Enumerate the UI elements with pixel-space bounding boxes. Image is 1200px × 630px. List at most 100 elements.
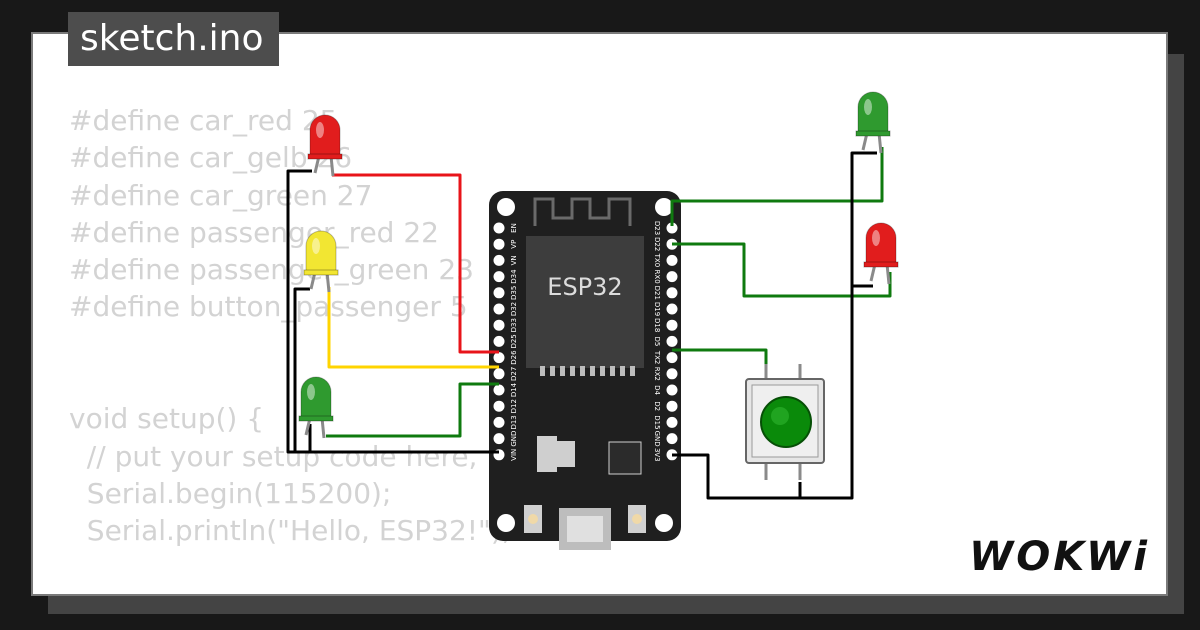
code-line: #define passenger_red 22 bbox=[69, 215, 439, 249]
header-pin[interactable] bbox=[666, 254, 678, 266]
header-pin[interactable] bbox=[666, 319, 678, 331]
pin-label: TX2 bbox=[653, 350, 661, 365]
header-pin[interactable] bbox=[493, 222, 505, 234]
reset-button[interactable] bbox=[632, 514, 642, 524]
wire-passenger-green bbox=[670, 147, 884, 226]
header-pin[interactable] bbox=[493, 416, 505, 428]
led-passenger-red[interactable] bbox=[863, 222, 899, 285]
right-header-pins: D23D22TX0RX0D21D19D18D5TX2RX2D4D2D15GND3… bbox=[653, 221, 678, 462]
chip-pad bbox=[560, 366, 565, 376]
led-car-yellow[interactable] bbox=[303, 230, 339, 293]
wire-gnd-yellow-led bbox=[293, 287, 310, 452]
pin-label: D15 bbox=[653, 415, 661, 429]
led-body bbox=[309, 114, 341, 159]
chip-pad bbox=[550, 366, 555, 376]
led-passenger-green[interactable] bbox=[855, 91, 891, 154]
led-rim bbox=[303, 269, 339, 276]
led-highlight bbox=[312, 238, 320, 254]
header-pin[interactable] bbox=[666, 384, 678, 396]
header-pin[interactable] bbox=[666, 416, 678, 428]
pin-label: D35 bbox=[510, 286, 518, 300]
led-leg bbox=[885, 263, 891, 285]
header-pin[interactable] bbox=[666, 352, 678, 364]
header-pin[interactable] bbox=[493, 352, 505, 364]
pin-label: VIN bbox=[510, 449, 518, 461]
led-rim bbox=[863, 261, 899, 268]
header-pin[interactable] bbox=[493, 254, 505, 266]
left-header-pins: ENVPVND34D35D32D33D25D26D27D14D12D13GNDV… bbox=[493, 222, 518, 461]
header-pin[interactable] bbox=[666, 303, 678, 315]
pin-label: D21 bbox=[653, 286, 661, 300]
header-pin[interactable] bbox=[666, 368, 678, 380]
code-line: #define button_passenger 5 bbox=[69, 290, 468, 324]
led-leg bbox=[325, 271, 331, 293]
led-car-green[interactable] bbox=[298, 376, 334, 439]
chip-pad bbox=[570, 366, 575, 376]
code-line: Serial.println("Hello, ESP32!"); bbox=[69, 514, 512, 548]
led-body bbox=[305, 230, 337, 275]
led-highlight bbox=[872, 230, 880, 246]
usb-port-inner bbox=[567, 516, 603, 542]
pin-label: D34 bbox=[510, 269, 518, 284]
header-pin[interactable] bbox=[493, 384, 505, 396]
header-pin[interactable] bbox=[493, 319, 505, 331]
header-pin[interactable] bbox=[493, 238, 505, 250]
led-body bbox=[300, 376, 332, 421]
led-car-red[interactable] bbox=[307, 114, 343, 177]
voltage-regulator-tab bbox=[557, 441, 575, 467]
header-pin[interactable] bbox=[666, 400, 678, 412]
esp32-board[interactable]: ESP32 ENVPVND34D35D32D33D25D26D27D14D12D… bbox=[489, 191, 681, 550]
chip-pad bbox=[630, 366, 635, 376]
header-pin[interactable] bbox=[666, 335, 678, 347]
antenna-trace bbox=[533, 197, 632, 226]
header-pin[interactable] bbox=[666, 222, 678, 234]
pin-label: D25 bbox=[510, 334, 518, 348]
header-pin[interactable] bbox=[493, 303, 505, 315]
header-pin[interactable] bbox=[493, 400, 505, 412]
pin-label: D27 bbox=[510, 367, 518, 381]
header-pin[interactable] bbox=[666, 271, 678, 283]
chip-pad bbox=[600, 366, 605, 376]
boot-button[interactable] bbox=[528, 514, 538, 524]
header-pin[interactable] bbox=[666, 433, 678, 445]
mount-hole bbox=[497, 514, 515, 532]
chip-label: ESP32 bbox=[547, 273, 622, 301]
wire-car-yellow bbox=[327, 287, 499, 369]
file-tab[interactable]: sketch.ino bbox=[68, 12, 280, 66]
header-pin[interactable] bbox=[666, 287, 678, 299]
wire-button bbox=[672, 348, 768, 368]
pin-label: D13 bbox=[510, 415, 518, 429]
wire-gnd-right bbox=[672, 453, 802, 500]
wire-car-green bbox=[326, 382, 499, 438]
pin-label: D23 bbox=[653, 221, 661, 235]
wire-gnd-passenger-green bbox=[800, 151, 877, 500]
pin-label: D18 bbox=[653, 318, 661, 332]
wires bbox=[286, 147, 892, 500]
chip-pad bbox=[580, 366, 585, 376]
pushbutton[interactable] bbox=[745, 364, 825, 480]
pin-label: D5 bbox=[653, 336, 661, 346]
header-pin[interactable] bbox=[493, 287, 505, 299]
header-pin[interactable] bbox=[493, 335, 505, 347]
led-rim bbox=[855, 130, 891, 137]
pin-label: TX0 bbox=[653, 253, 661, 268]
pin-label: D22 bbox=[653, 237, 661, 251]
led-leg bbox=[877, 132, 883, 154]
led-leg bbox=[329, 155, 335, 177]
led-rim bbox=[307, 153, 343, 160]
pin-label: D12 bbox=[510, 399, 518, 413]
code-line: #define car_green 27 bbox=[69, 178, 373, 212]
header-pin[interactable] bbox=[493, 433, 505, 445]
wire-gnd-red-led bbox=[286, 169, 499, 454]
led-highlight bbox=[316, 122, 324, 138]
code-line: void setup() { bbox=[69, 402, 265, 436]
header-pin[interactable] bbox=[493, 368, 505, 380]
chip-pad bbox=[590, 366, 595, 376]
wire-car-red bbox=[332, 173, 499, 354]
header-pin[interactable] bbox=[493, 271, 505, 283]
mount-hole bbox=[655, 514, 673, 532]
chip-pad bbox=[620, 366, 625, 376]
leds bbox=[298, 91, 899, 439]
led-highlight bbox=[864, 99, 872, 115]
